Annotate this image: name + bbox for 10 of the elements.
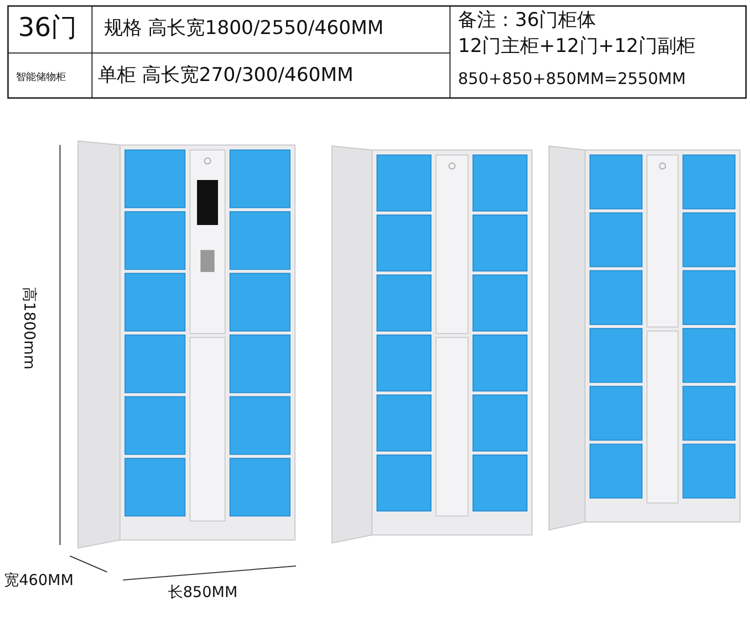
- product-subtitle: 智能储物柜: [16, 72, 66, 83]
- product-title: 36门: [18, 14, 78, 43]
- spec-text: 单柜 高长宽270/300/460MM: [98, 65, 354, 86]
- note-text: 850+850+850MM=2550MM: [458, 70, 686, 88]
- spec-text: 规格 高长宽1800/2550/460MM: [104, 18, 384, 39]
- dimension-label: 宽460MM: [4, 572, 74, 588]
- dimension-label: 高1800mm: [20, 287, 38, 370]
- note-text: 备注：36门柜体: [458, 10, 596, 31]
- dimension-label: 长850MM: [168, 584, 238, 600]
- note-text: 12门主柜+12门+12门副柜: [458, 36, 696, 57]
